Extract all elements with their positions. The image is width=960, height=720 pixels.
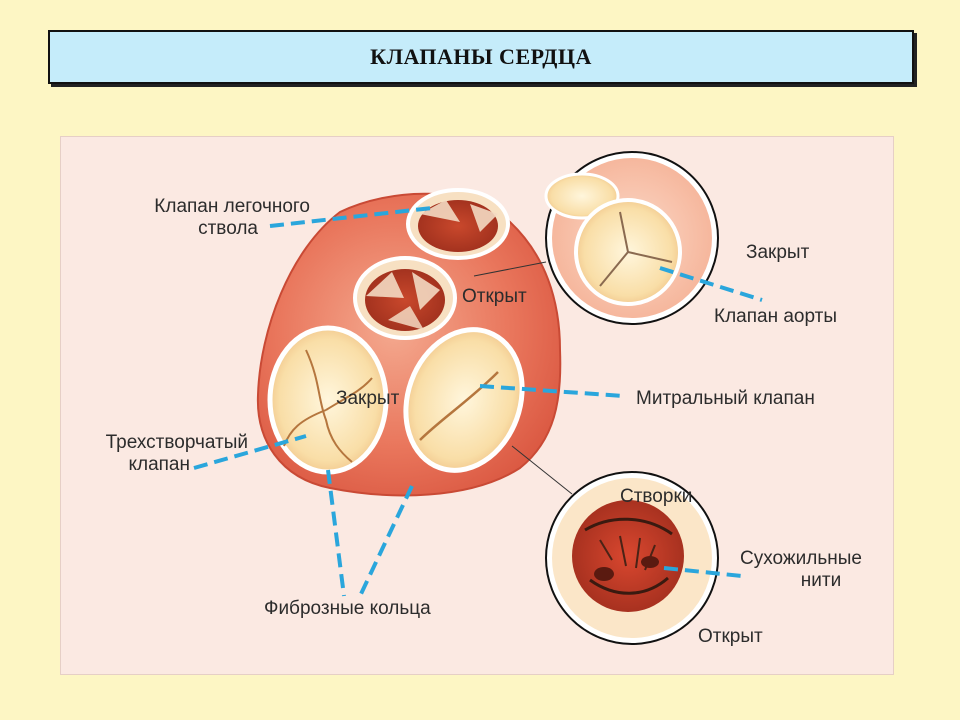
label-closed-top: Закрыт bbox=[746, 242, 810, 263]
label-chordae: Сухожильные нити bbox=[736, 548, 866, 592]
aortic-valve-open bbox=[353, 256, 457, 340]
inset-aortic-closed bbox=[544, 151, 719, 325]
inset-connector-bottom bbox=[511, 445, 573, 495]
leader-fibrous-right bbox=[358, 485, 414, 597]
pulmonary-valve bbox=[406, 188, 510, 260]
title-banner: КЛАПАНЫ СЕРДЦА bbox=[48, 30, 914, 84]
leader-mitral bbox=[479, 384, 625, 398]
leader-tricuspid bbox=[193, 434, 307, 470]
label-open-center: Открыт bbox=[462, 286, 527, 307]
label-chordae-line1: Сухожильные bbox=[740, 548, 862, 569]
label-chordae-line2: нити bbox=[800, 570, 842, 591]
label-aortic-valve: Клапан аорты bbox=[714, 306, 837, 327]
label-leaflets: Створки bbox=[620, 486, 693, 507]
label-fibrous-rings: Фиброзные кольца bbox=[264, 598, 431, 619]
label-tricuspid-line2: клапан bbox=[128, 454, 190, 475]
label-pulmonary-line2: ствола bbox=[198, 218, 258, 239]
page-title: КЛАПАНЫ СЕРДЦА bbox=[370, 44, 592, 69]
label-mitral-valve: Митральный клапан bbox=[636, 388, 815, 409]
leader-fibrous-left bbox=[326, 469, 346, 597]
leader-pulmonary bbox=[269, 206, 433, 228]
label-closed-left: Закрыт bbox=[336, 388, 400, 409]
label-open-bottom: Открыт bbox=[698, 626, 763, 647]
label-tricuspid-valve: Трехстворчатый клапан bbox=[70, 432, 248, 476]
label-tricuspid-line1: Трехстворчатый bbox=[105, 432, 248, 453]
mitral-valve bbox=[403, 327, 525, 473]
inset-connector-top bbox=[473, 261, 547, 277]
leader-aortic bbox=[659, 266, 763, 302]
leader-lines bbox=[193, 206, 763, 597]
label-pulmonary-valve: Клапан легочного ствола bbox=[120, 196, 310, 240]
inset-mitral-open bbox=[545, 471, 719, 645]
label-pulmonary-line1: Клапан легочного bbox=[154, 196, 310, 217]
leader-chordae bbox=[663, 566, 743, 578]
